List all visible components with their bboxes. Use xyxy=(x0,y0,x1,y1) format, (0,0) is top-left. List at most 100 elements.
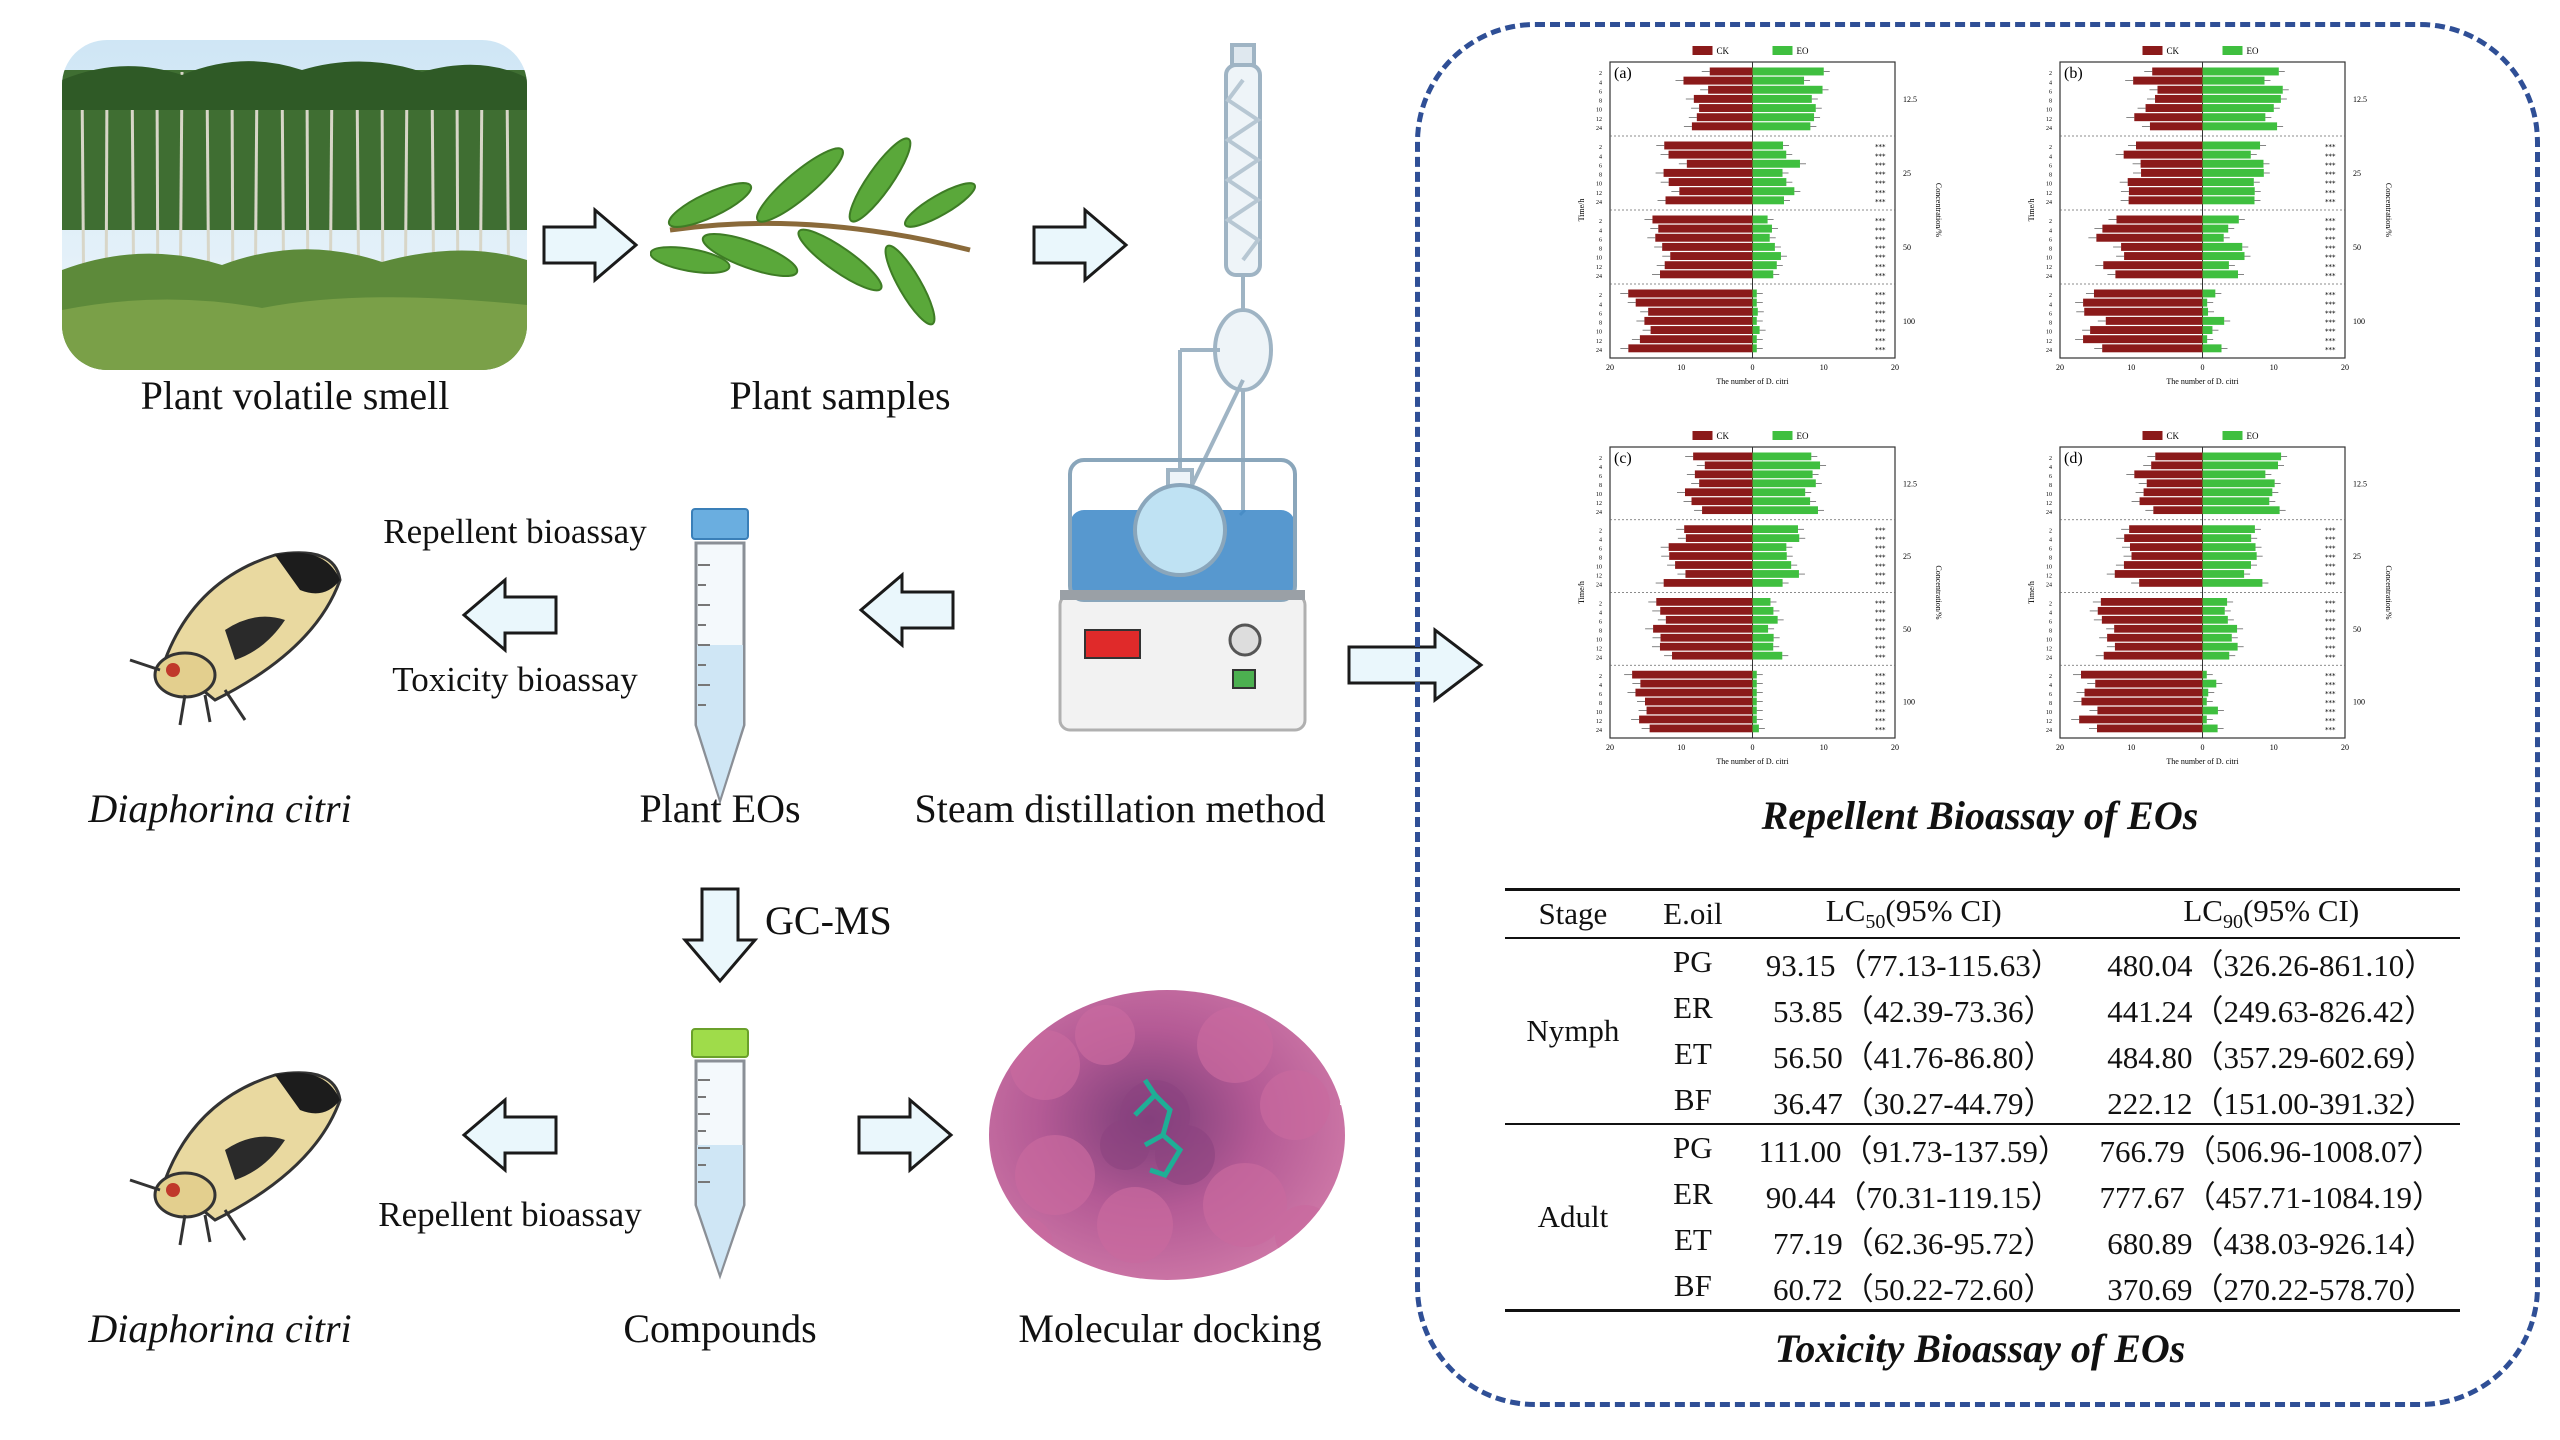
time-tick: 2 xyxy=(1599,219,1602,225)
significance-mark: *** xyxy=(1875,235,1886,243)
ck-bar xyxy=(1664,141,1753,150)
eo-bar xyxy=(2202,615,2228,624)
time-tick: 12 xyxy=(2046,117,2052,123)
time-tick: 2 xyxy=(2049,71,2052,77)
significance-mark: *** xyxy=(2325,226,2336,234)
time-tick: 4 xyxy=(1599,154,1602,160)
eo-bar xyxy=(1752,506,1818,515)
eo-bar xyxy=(1752,606,1774,615)
significance-mark: *** xyxy=(1875,545,1886,553)
significance-mark: *** xyxy=(1875,635,1886,643)
time-tick: 2 xyxy=(2049,219,2052,225)
eo-bar xyxy=(2202,224,2229,233)
x-tick: 10 xyxy=(1677,743,1685,752)
toxicity-table-wrapper: Stage E.oil LC50(95% CI) LC90(95% CI) Ny… xyxy=(1505,888,2460,1312)
repellent-bioassay-title: Repellent Bioassay of EOs xyxy=(1761,793,2199,838)
time-tick: 6 xyxy=(2049,692,2052,698)
significance-mark: *** xyxy=(2325,272,2336,280)
time-tick: 12 xyxy=(2046,719,2052,725)
time-tick: 6 xyxy=(1599,547,1602,553)
table-row: Adult PG 111.00（91.73-137.59） 766.79（506… xyxy=(1505,1123,2460,1312)
time-tick: 6 xyxy=(2049,89,2052,95)
significance-mark: *** xyxy=(2325,554,2336,562)
significance-mark: *** xyxy=(2325,699,2336,707)
eo-bar xyxy=(1752,688,1757,697)
eo-bar xyxy=(1752,570,1799,578)
eo-bar xyxy=(2202,715,2207,724)
significance-mark: *** xyxy=(2325,681,2336,689)
significance-mark: *** xyxy=(1875,319,1886,327)
lc50-cell: 36.47（30.27-44.79） xyxy=(1772,1085,2055,1121)
label-toxicity-bioassay: Toxicity bioassay xyxy=(392,660,638,699)
eo-bar xyxy=(1752,298,1757,307)
time-tick: 4 xyxy=(2049,154,2052,160)
ck-bar xyxy=(2081,697,2203,706)
eo-bar xyxy=(1752,224,1772,233)
eo-bar xyxy=(1752,233,1770,242)
lc50-cell: 111.00（91.73-137.59） xyxy=(1744,1123,2083,1171)
arrow-right-icon xyxy=(1032,206,1129,284)
time-tick: 8 xyxy=(2049,701,2052,707)
ck-bar xyxy=(2102,224,2203,233)
lc90-cell: 441.24（249.63-826.42） xyxy=(2107,993,2436,1029)
significance-mark: *** xyxy=(1875,291,1886,299)
eo-bar xyxy=(1752,344,1757,353)
time-tick: 4 xyxy=(2049,80,2052,86)
eo-bar xyxy=(1752,633,1774,642)
time-tick: 10 xyxy=(1596,256,1602,262)
ck-bar xyxy=(1648,307,1753,316)
ck-bar xyxy=(2155,94,2203,103)
eo-bar xyxy=(2202,298,2208,307)
lc90-cell: 480.04（326.26-861.10） xyxy=(2107,947,2436,983)
legend-ck-swatch xyxy=(1692,431,1713,440)
eo-bar xyxy=(1752,561,1792,569)
time-tick: 24 xyxy=(2046,200,2052,206)
ck-bar xyxy=(2114,624,2203,633)
ck-bar xyxy=(2083,298,2203,307)
significance-mark: *** xyxy=(2325,152,2336,160)
time-tick: 2 xyxy=(1599,456,1602,462)
time-tick: 2 xyxy=(1599,601,1602,607)
ck-bar xyxy=(2145,104,2203,113)
header-lc90: LC90(95% CI) xyxy=(2082,888,2460,939)
ck-bar xyxy=(2115,270,2203,279)
eo-bar xyxy=(1752,598,1771,606)
caption-steam-distillation: Steam distillation method xyxy=(914,786,1326,831)
eo-bar xyxy=(1752,150,1787,159)
eo-bar xyxy=(2202,642,2238,651)
ck-bar xyxy=(2084,688,2203,697)
ck-bar xyxy=(1664,261,1753,270)
eucalyptus-branch-image xyxy=(650,137,976,326)
eo-bar xyxy=(1752,452,1812,461)
significance-mark: *** xyxy=(1875,328,1886,336)
x-tick: 20 xyxy=(2056,743,2064,752)
concentration-tick: 25 xyxy=(2353,552,2361,561)
eo-bar xyxy=(2202,534,2252,542)
concentration-tick: 25 xyxy=(1903,169,1911,178)
legend-ck-label: CK xyxy=(1717,431,1730,441)
eo-bar xyxy=(2202,344,2222,353)
significance-mark: *** xyxy=(2325,717,2336,725)
legend-eo-swatch xyxy=(2222,46,2243,55)
time-tick: 10 xyxy=(1596,108,1602,114)
arrow-left-icon xyxy=(858,571,955,649)
time-tick: 12 xyxy=(1596,265,1602,271)
time-tick: 6 xyxy=(1599,474,1602,480)
ck-bar xyxy=(1646,706,1753,715)
eo-bar xyxy=(1752,187,1795,196)
lc90-cell: 766.79（506.96-1008.07） xyxy=(2082,1123,2460,1171)
time-tick: 10 xyxy=(2046,256,2052,262)
eo-bar xyxy=(2202,525,2255,534)
ck-bar xyxy=(1658,224,1753,233)
eo-bar xyxy=(2202,470,2266,479)
eo-bar xyxy=(2202,215,2239,224)
eo-bar xyxy=(2202,242,2243,251)
eo-bar xyxy=(2202,168,2264,177)
significance-mark: *** xyxy=(1875,726,1886,734)
eo-bar xyxy=(1752,113,1815,122)
ck-bar xyxy=(2153,506,2203,515)
ck-bar xyxy=(1652,215,1753,224)
legend-eo-label: EO xyxy=(2247,46,2259,56)
time-tick: 8 xyxy=(2049,173,2052,179)
concentration-tick: 50 xyxy=(1903,625,1911,634)
